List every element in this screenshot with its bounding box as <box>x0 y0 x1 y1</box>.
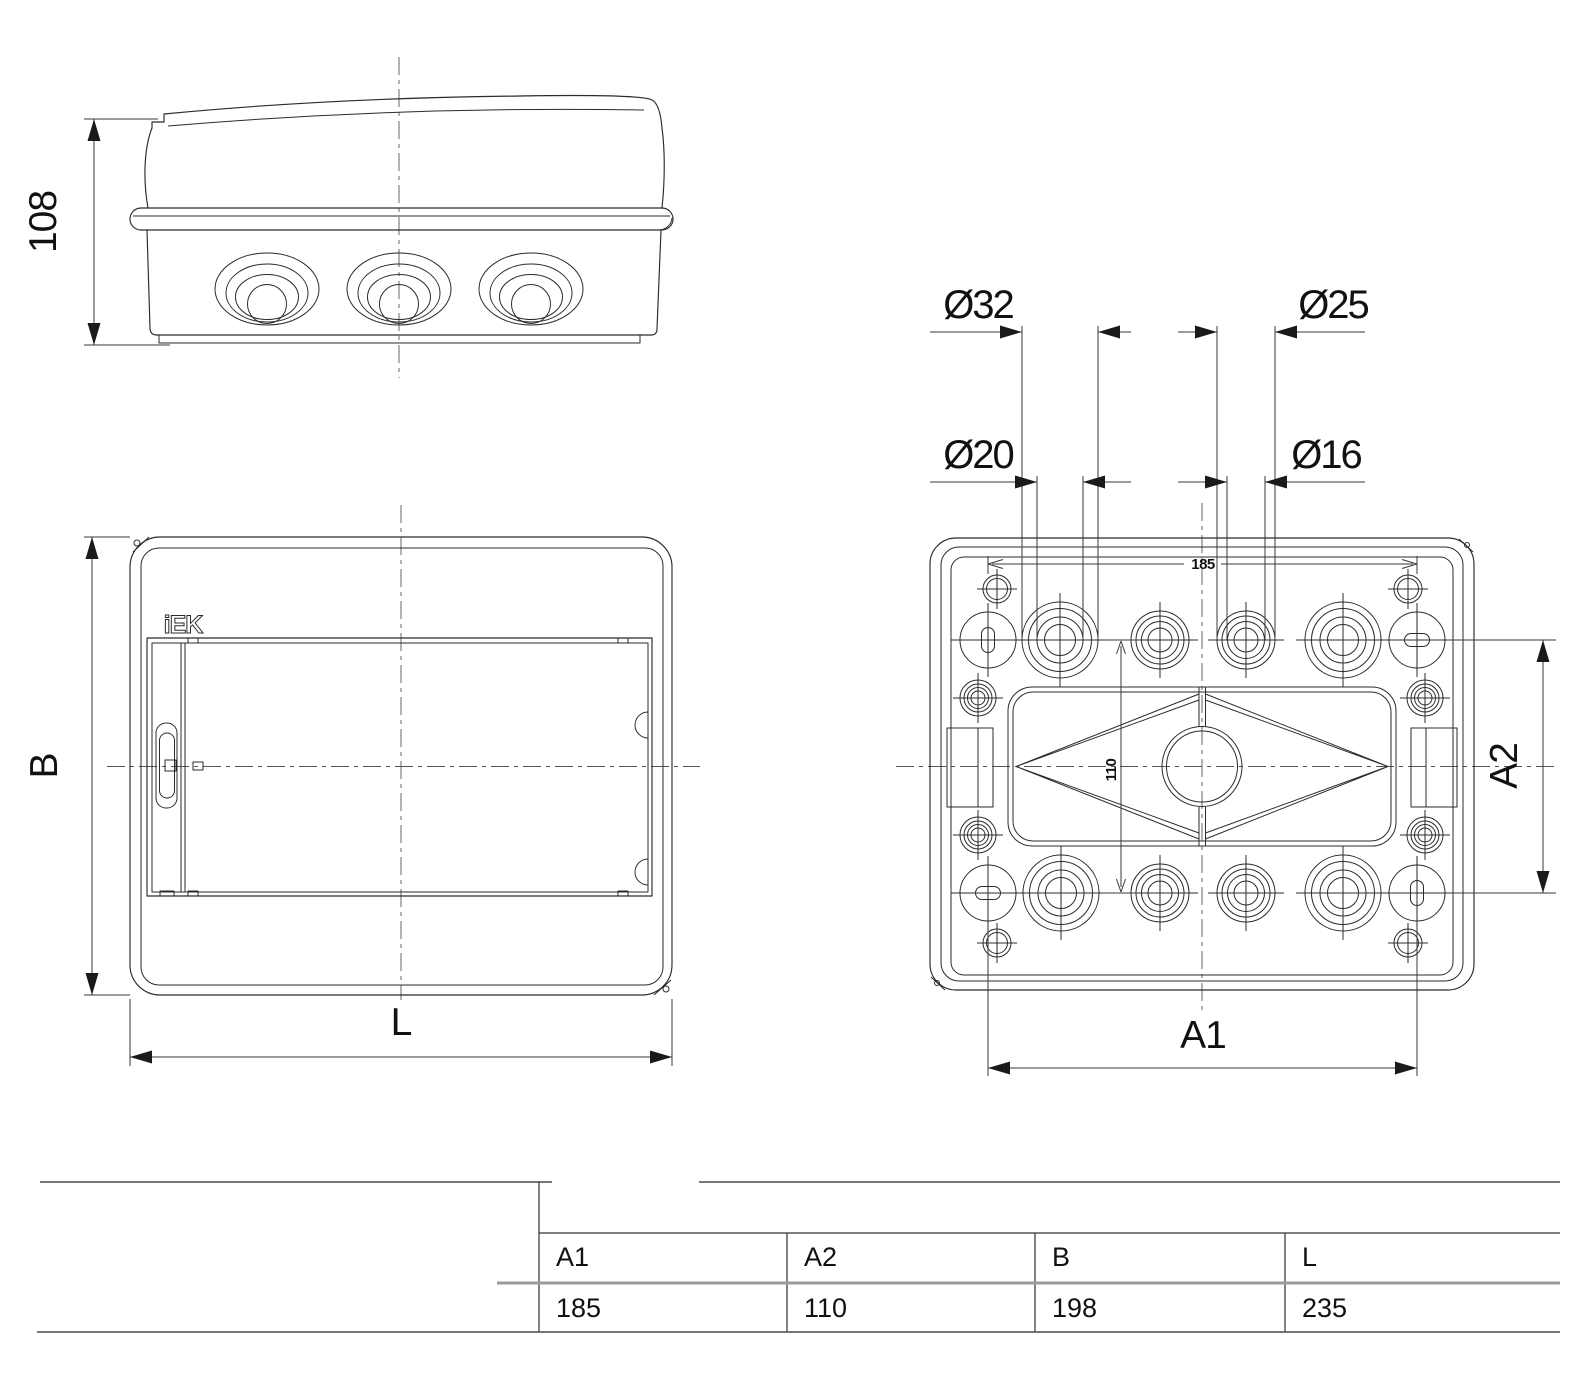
body-foot <box>158 335 641 344</box>
table-value-l: 235 <box>1302 1293 1347 1323</box>
hinge-mark <box>159 890 175 897</box>
dim-B: B <box>23 536 130 996</box>
central-panel <box>1007 686 1397 847</box>
rear-inner-shell <box>950 556 1454 976</box>
door-inner <box>151 642 649 893</box>
dia-label-32: Ø32 <box>943 283 1013 327</box>
corner-chamfer <box>132 536 150 553</box>
corner-screw-icon <box>662 985 670 993</box>
latch-clip <box>164 759 177 772</box>
dimension-table: A1 A2 B L 185 110 198 235 <box>37 1181 1560 1333</box>
body-outline <box>146 229 662 336</box>
dia-label-16: Ø16 <box>1291 433 1361 477</box>
rear-mid-shell <box>940 546 1464 982</box>
dim-A2: A2 <box>1447 639 1556 894</box>
dim-label-a1: A1 <box>1180 1014 1226 1057</box>
table-value-a2: 110 <box>804 1293 847 1323</box>
table-header-b: B <box>1052 1242 1070 1272</box>
hinge-mark <box>617 637 629 644</box>
table-value-a1: 185 <box>556 1293 601 1323</box>
table-header-l: L <box>1302 1242 1317 1272</box>
hinge-mark <box>187 890 199 897</box>
front-view: iEK B L <box>23 505 700 1066</box>
rear-view: Ø32 Ø25 Ø20 Ø16 185 110 A1 <box>896 283 1556 1076</box>
latch-clip <box>192 761 204 771</box>
dim-185: 185 <box>987 556 1418 574</box>
front-outer-shell <box>129 536 673 996</box>
knockout-row-top <box>950 568 1455 688</box>
side-knockouts <box>946 672 1458 861</box>
dim-108: 108 <box>22 118 170 346</box>
dia-label-25: Ø25 <box>1298 283 1368 327</box>
door-finger-notches <box>634 711 649 886</box>
door-handle-inner <box>159 732 175 799</box>
dim-label-110: 110 <box>1103 758 1120 781</box>
flange-end-arc <box>658 217 673 231</box>
table-header-a1: A1 <box>556 1242 589 1272</box>
dim-label-l: L <box>391 1001 412 1044</box>
dim-label-b: B <box>23 753 66 778</box>
dim-label-108: 108 <box>22 191 65 253</box>
dim-L: L <box>129 999 673 1066</box>
front-inner-shell <box>140 547 664 986</box>
dim-label-185: 185 <box>1191 556 1215 573</box>
dia-label-20: Ø20 <box>943 433 1013 477</box>
door-handle <box>155 722 178 809</box>
door-hinge-strip <box>180 643 186 892</box>
lid-outline <box>144 94 665 209</box>
hinge-mark <box>187 637 199 644</box>
corner-chamfer <box>1458 538 1474 553</box>
dim-diameters: Ø32 Ø25 Ø20 Ø16 <box>930 283 1371 640</box>
cable-gland-dome <box>478 252 584 326</box>
mounting-tab <box>946 727 994 808</box>
corner-screw-icon <box>133 539 141 547</box>
knockout-row-bottom <box>950 845 1455 964</box>
table-value-b: 198 <box>1052 1293 1097 1323</box>
dim-label-a2: A2 <box>1483 743 1526 789</box>
flange-band <box>129 207 674 231</box>
side-view: 108 <box>22 57 674 378</box>
cable-gland-dome <box>214 252 320 326</box>
hinge-mark <box>617 890 629 897</box>
brand-logo: iEK <box>164 611 204 639</box>
lid-inner-line <box>167 108 645 127</box>
rear-outer-shell <box>929 537 1475 991</box>
door-outer <box>146 637 653 897</box>
corner-screw-icon <box>1464 542 1470 548</box>
table-header-a2: A2 <box>804 1242 837 1272</box>
corner-chamfer <box>653 979 672 996</box>
corner-screw-icon <box>934 980 940 986</box>
corner-chamfer <box>930 976 946 991</box>
dim-110: 110 <box>1103 639 1139 894</box>
dim-A1: A1 <box>987 930 1418 1076</box>
mounting-tab <box>1410 727 1458 808</box>
